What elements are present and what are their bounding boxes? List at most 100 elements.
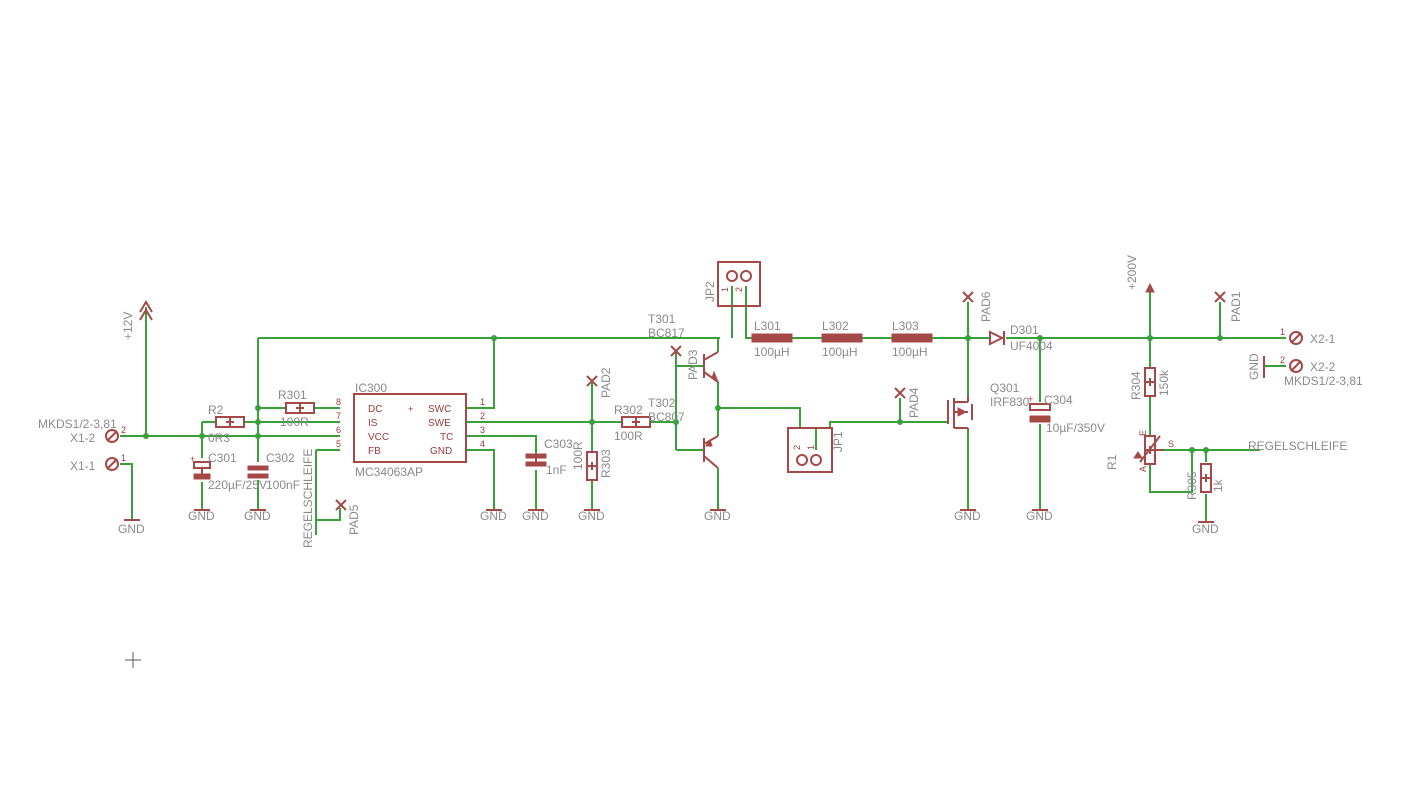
x1-2-label: X1-2 [70,431,96,445]
capacitor-c304: + C304 10µF/350V [1028,393,1105,435]
connector-x2: X2-1 X2-2 MKDS1/2-3,81 1 2 [1280,327,1363,388]
terminal-x2-2 [1289,359,1303,373]
pad1: PAD1 [1214,291,1243,322]
junction-dot [673,419,679,425]
gnd-label: GND [1247,353,1261,380]
supply-200v-label: +200V [1125,255,1139,290]
r1-label: R1 [1105,454,1119,470]
gnd-symbol: GND [244,509,271,523]
potentiometer-r1: R1 S E A [1105,430,1174,472]
jumper-jp2: 1 2 JP2 [703,261,761,307]
ic-mc34063: + IC300 MC34063AP DC IS VCC FB SWC SWE T… [336,381,485,479]
pad3-label: PAD3 [686,349,700,380]
l301-value: 100µH [754,345,790,359]
pin-number-label: 2 [792,445,802,450]
r2-label: R2 [208,403,224,417]
gnd-symbol: GND [188,509,215,523]
pin-number-label: + [1028,394,1033,404]
pin-number-label: 1 [1280,327,1285,337]
pin-number-label: GND [430,446,452,457]
pin-number-label: 5 [336,439,341,449]
ic300-value: MC34063AP [355,465,423,479]
pin-number-label: 1 [480,397,485,407]
gnd-label: GND [578,509,605,523]
pin-number-label: + [190,454,195,464]
pin-number-label: 4 [480,439,485,449]
r301-value: 100R [280,415,309,429]
l302-value: 100µH [822,345,858,359]
pad6-label: PAD6 [979,291,993,322]
pin-number-label: VCC [368,432,389,443]
junction-dot [143,433,149,439]
gnd-symbol: GND [704,509,731,523]
mkds-right-label: MKDS1/2-3,81 [1284,374,1363,388]
r304-label: R304 [1129,371,1143,400]
pin-number-label: 2 [734,287,744,292]
pad6: PAD6 [962,291,993,322]
junction-dot [255,405,261,411]
transistor-t302: T302 BC807 [648,396,719,469]
c303-value: 1nF [546,463,567,477]
l303-value: 100µH [892,345,928,359]
gnd-symbol: GND [480,509,507,523]
capacitor-c301: + C301 220µF/25V [190,451,267,492]
pad5: PAD5 REGELSCHLEIFE [301,449,361,548]
inductor-l303: L303 100µH [891,319,933,359]
pin-number-label: TC [440,432,453,443]
r302-label: R302 [614,403,643,417]
junction-dot [965,335,971,341]
c301-value: 220µF/25V [208,478,267,492]
q301-value: IRF830 [990,395,1030,409]
c302-value: 100nF [266,478,300,492]
gnd-symbol: GND [954,509,981,523]
gnd-symbol: GND [578,509,605,523]
pad3: PAD3 [670,345,700,380]
jp2-label: JP2 [703,281,717,302]
pad2-label: PAD2 [599,367,613,398]
r301-label: R301 [278,388,307,402]
junction-dot [897,419,903,425]
resistor-r302: R302 100R [614,403,651,443]
c302-label: C302 [266,451,295,465]
supply-200v-symbol: +200V [1125,255,1155,293]
gnd-label: GND [244,509,271,523]
pin-number-label: A [1138,466,1148,472]
pin-number-label: S [1168,439,1174,449]
mkds-left-label: MKDS1/2-3,81 [38,417,117,431]
supply-12v-symbol: +12V [121,300,153,340]
terminal-x1-2 [105,429,119,443]
d301-label: D301 [1010,323,1039,337]
pad5-label: PAD5 [347,504,361,535]
crosshair-cursor-icon [125,652,141,668]
pin-number-label: DC [368,404,382,415]
t302-value: BC807 [648,410,685,424]
gnd-label: GND [118,522,145,536]
gnd-label: GND [1192,522,1219,536]
pin-number-label: SWC [428,404,451,415]
inductor-l301: L301 100µH [751,319,793,359]
inductor-l302: L302 100µH [821,319,863,359]
pin-number-label: 6 [336,425,341,435]
l303-label: L303 [892,319,919,333]
gnd-label: GND [704,509,731,523]
transistor-t301: T301 BC817 [648,312,720,384]
pin-number-label: 1 [720,287,730,292]
terminal-x2-1 [1289,331,1303,345]
gnd-label: GND [188,509,215,523]
junction-dot [1217,335,1223,341]
pad2: PAD2 [586,367,613,398]
junctions [143,335,1223,453]
t302-label: T302 [648,396,676,410]
pin-number-label: + [408,404,413,414]
jumper-jp1: 2 1 JP1 [787,427,845,473]
regelschleife-vertical-label: REGELSCHLEIFE [301,449,315,548]
r303-label: R303 [599,449,613,478]
diode-d301: D301 UF4004 [989,323,1053,353]
pin-number-label: E [1138,430,1148,436]
r2-value: 0R3 [208,431,230,445]
pin-number-label: SWE [428,418,451,429]
gnd-symbols: GND GND GND GND GND GND GND GND GND GND … [118,353,1265,536]
t301-label: T301 [648,312,676,326]
pin-number-label: IS [368,418,378,429]
